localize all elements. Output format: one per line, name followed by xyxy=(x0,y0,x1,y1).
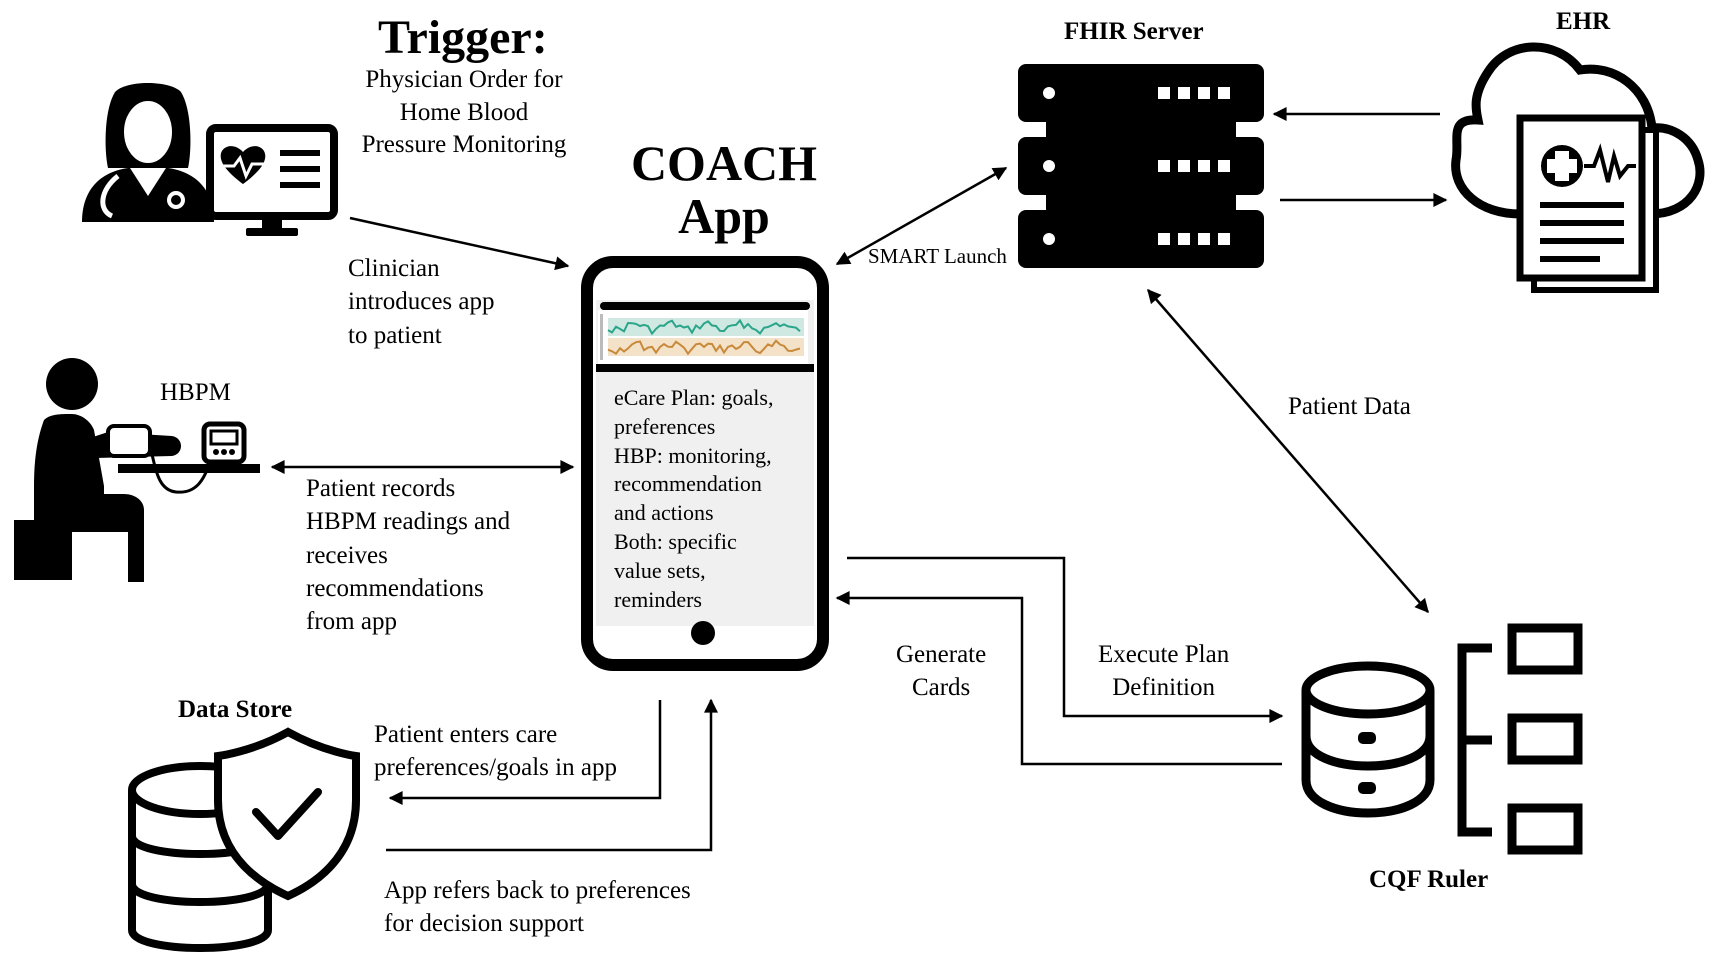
cqf-ruler-label: CQF Ruler xyxy=(1369,866,1489,893)
app-screen-text: eCare Plan: goals, preferences HBP: moni… xyxy=(614,385,774,612)
server-rack-icon xyxy=(1018,64,1264,268)
hbpm-label: HBPM xyxy=(160,379,231,406)
physician-monitor-icon xyxy=(82,83,338,236)
patient-data-label: Patient Data xyxy=(1288,393,1411,420)
data-store-label: Data Store xyxy=(178,696,293,723)
database-shield-check-icon xyxy=(128,727,360,952)
app-to-datastore-arrow xyxy=(388,700,662,805)
ehr-cloud-document-icon xyxy=(1451,42,1705,293)
trigger-detail: Physician Order for Home Blood Pressure … xyxy=(361,66,567,158)
datastore-to-app-arrow xyxy=(386,698,718,852)
refers-back-label: App refers back to preferences for decis… xyxy=(384,877,691,938)
fhir-server-label: FHIR Server xyxy=(1064,18,1204,45)
trigger-title: Trigger: xyxy=(378,11,548,64)
clinician-introduces-label: Clinician introduces app to patient xyxy=(348,255,495,349)
execute-plan-label: Execute Plan Definition xyxy=(1098,641,1230,702)
clinician-to-app-arrow xyxy=(349,216,570,271)
phone-screen-chart xyxy=(598,310,808,364)
enters-preferences-label: Patient enters care preferences/goals in… xyxy=(374,721,617,782)
execute-plan-arrow xyxy=(847,556,1284,723)
patient-records-label: Patient records HBPM readings and receiv… xyxy=(306,475,511,635)
app-title: COACH App xyxy=(630,135,818,244)
ehr-label: EHR xyxy=(1556,8,1611,35)
generate-cards-arrow xyxy=(835,591,1282,766)
generate-cards-label: Generate Cards xyxy=(896,641,987,702)
fhir-cqf-arrow xyxy=(1147,288,1429,614)
app-fhir-arrow xyxy=(835,166,1008,266)
database-tree-icon xyxy=(1301,623,1583,855)
smart-launch-label: SMART Launch xyxy=(868,244,1007,268)
seated-patient-bp-cuff-icon xyxy=(14,358,260,582)
